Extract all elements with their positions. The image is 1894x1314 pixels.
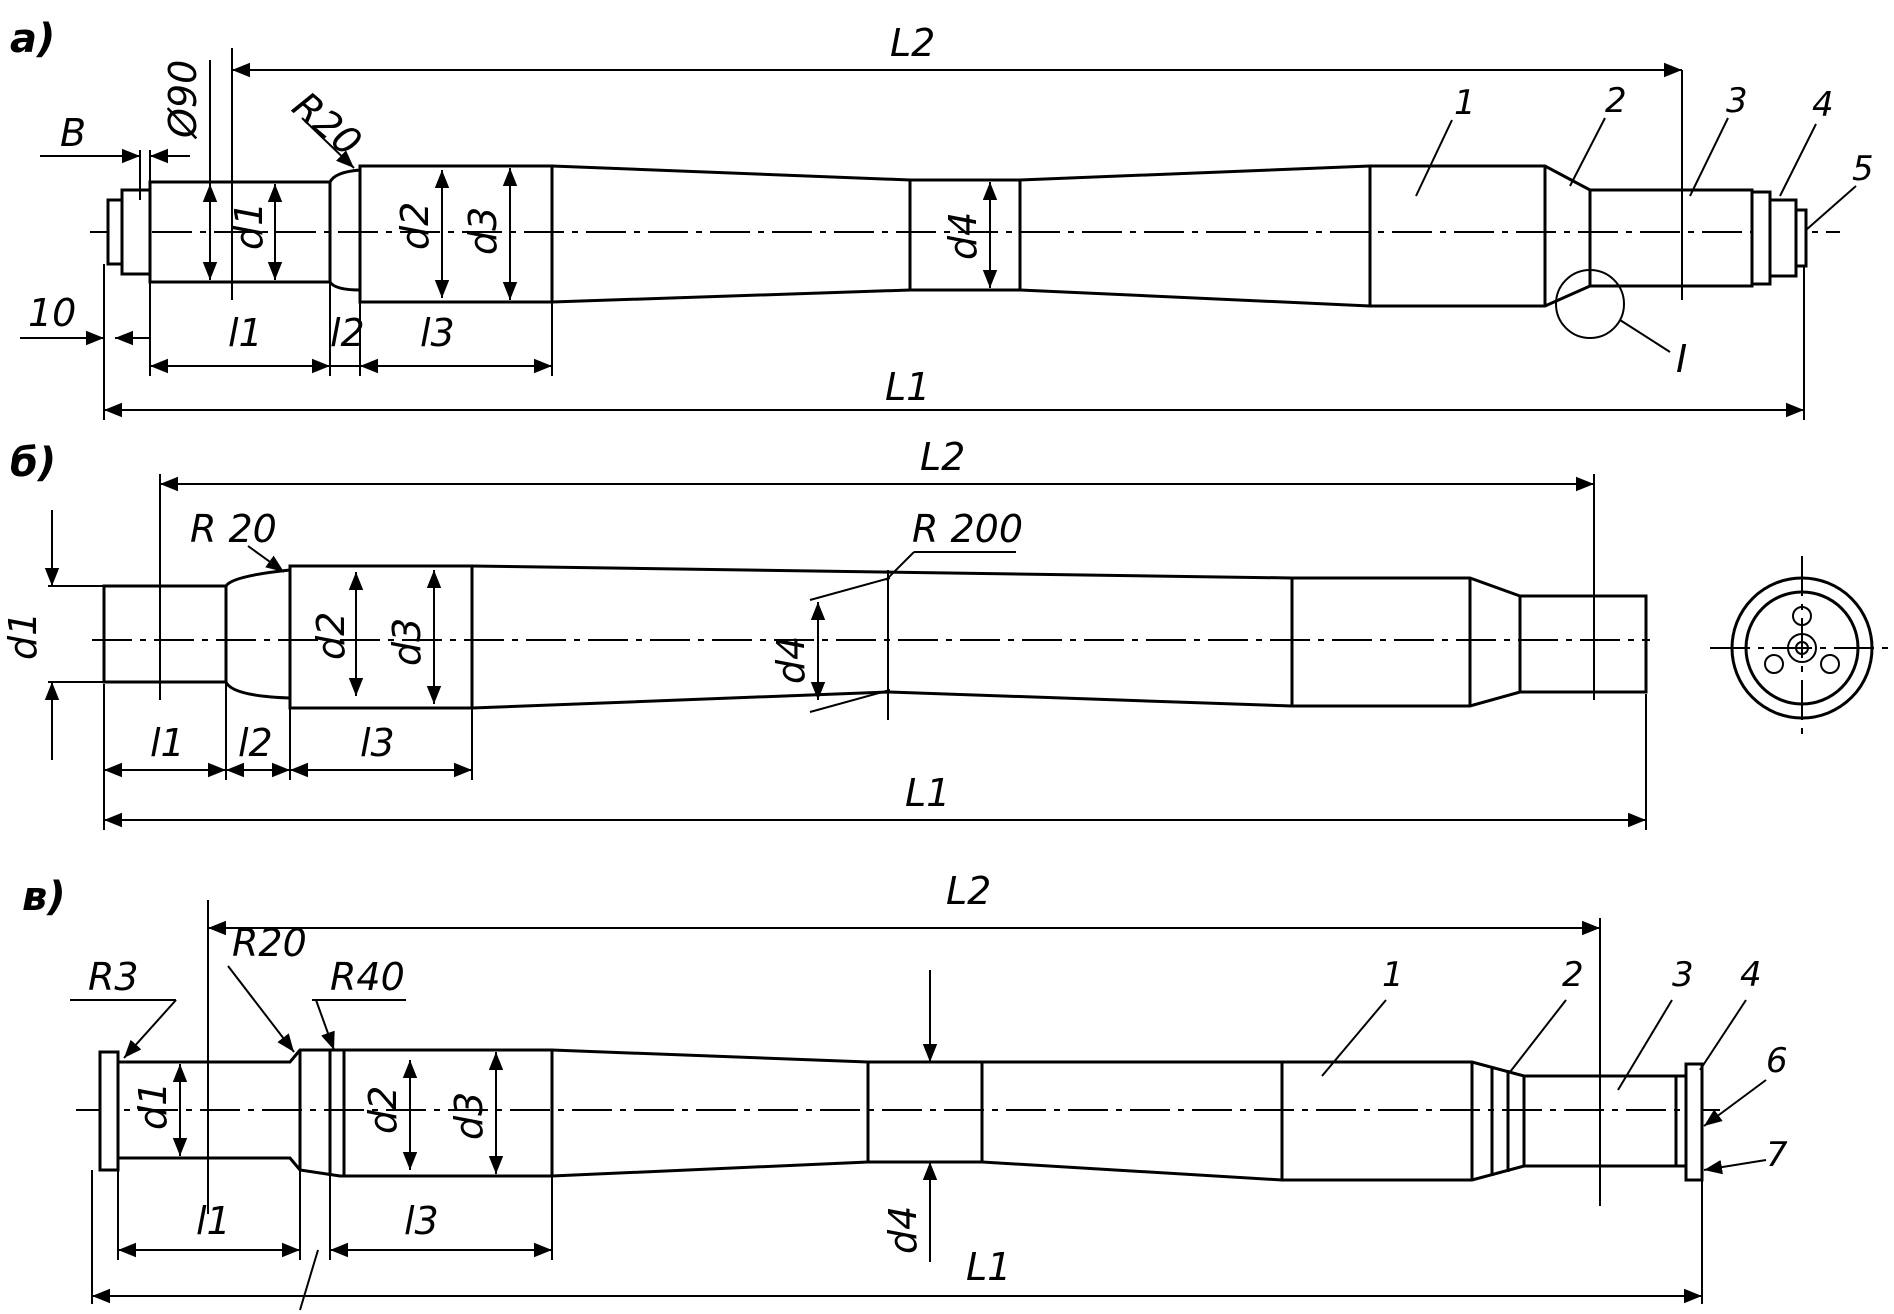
- view-c-callout-4: 4: [1740, 955, 1762, 995]
- view-c-R40: R40: [330, 955, 405, 999]
- view-b-d2: d2: [309, 612, 353, 660]
- view-c-callout-7: 7: [1766, 1135, 1788, 1175]
- view-c-label: в): [22, 874, 66, 920]
- view-c-callout-2: 2: [1562, 955, 1584, 995]
- view-a-L2: L2: [890, 21, 935, 65]
- view-a-callout-5: 5: [1852, 149, 1874, 189]
- view-b-end-view: [1710, 556, 1890, 740]
- view-b-d3: d3: [385, 618, 429, 666]
- view-b: б) d1 d2 d3 d4 R 200 R 20: [1, 435, 1890, 830]
- view-b-R20: R 20: [190, 507, 277, 551]
- view-a-detail-I: I: [1676, 337, 1687, 381]
- view-a-left-collar: [120, 188, 152, 276]
- view-c-callout-6: 6: [1766, 1041, 1788, 1081]
- view-a-l1: l1: [228, 311, 263, 355]
- view-a-l3: l3: [420, 311, 455, 355]
- view-a-B: B: [60, 111, 86, 155]
- view-b-L2: L2: [920, 435, 965, 479]
- view-c-shaft-body: [116, 1048, 1678, 1182]
- view-a-d3: d3: [461, 207, 505, 255]
- view-c-l3: l3: [404, 1199, 439, 1243]
- view-a-callout-3: 3: [1726, 81, 1748, 121]
- view-c-left-flange: [98, 1050, 120, 1172]
- view-a-callout-2: 2: [1605, 81, 1627, 121]
- view-c-R3: R3: [88, 955, 139, 999]
- view-c-L1: L1: [966, 1245, 1011, 1289]
- view-b-l2: l2: [238, 721, 273, 765]
- view-a-label: a): [10, 16, 55, 62]
- view-a-callout-4: 4: [1812, 85, 1834, 125]
- view-a-d1: d1: [227, 202, 271, 250]
- view-a-detail-circle: [1555, 269, 1625, 339]
- view-c: в) d1 d2 d3 d4 R3 R20: [22, 869, 1788, 1311]
- view-c-d3: d3: [447, 1092, 491, 1140]
- view-c-callout-1: 1: [1382, 955, 1404, 995]
- view-a-d4: d4: [941, 212, 985, 260]
- view-a-d2: d2: [393, 202, 437, 250]
- view-c-l1: l1: [196, 1199, 231, 1243]
- view-b-l1: l1: [150, 721, 185, 765]
- view-c-end-plate: [1684, 1062, 1704, 1182]
- view-c-d4: d4: [881, 1206, 925, 1254]
- view-b-label: б): [10, 440, 56, 486]
- view-b-l3: l3: [360, 721, 395, 765]
- view-a-R20: R20: [284, 83, 370, 165]
- view-c-d2: d2: [361, 1086, 405, 1134]
- view-b-d1: d1: [1, 612, 45, 660]
- view-b-shaft-body: [102, 564, 1648, 710]
- view-a-L1: L1: [885, 365, 930, 409]
- view-a: a) d1 d2 d3 d4 L2: [10, 16, 1874, 420]
- view-c-L2: L2: [946, 869, 991, 913]
- view-b-R200: R 200: [912, 507, 1023, 551]
- view-a-nut: [1750, 190, 1772, 286]
- view-c-d1: d1: [131, 1082, 175, 1130]
- view-a-callout-1: 1: [1454, 83, 1476, 123]
- view-a-10: 10: [28, 291, 76, 335]
- view-c-callout-3: 3: [1672, 955, 1694, 995]
- view-a-l2: l2: [330, 311, 365, 355]
- view-a-shaft-body: [148, 164, 1754, 308]
- view-b-d4: d4: [769, 636, 813, 684]
- view-b-L1: L1: [905, 771, 950, 815]
- view-a-dia90: Ø90: [161, 60, 205, 140]
